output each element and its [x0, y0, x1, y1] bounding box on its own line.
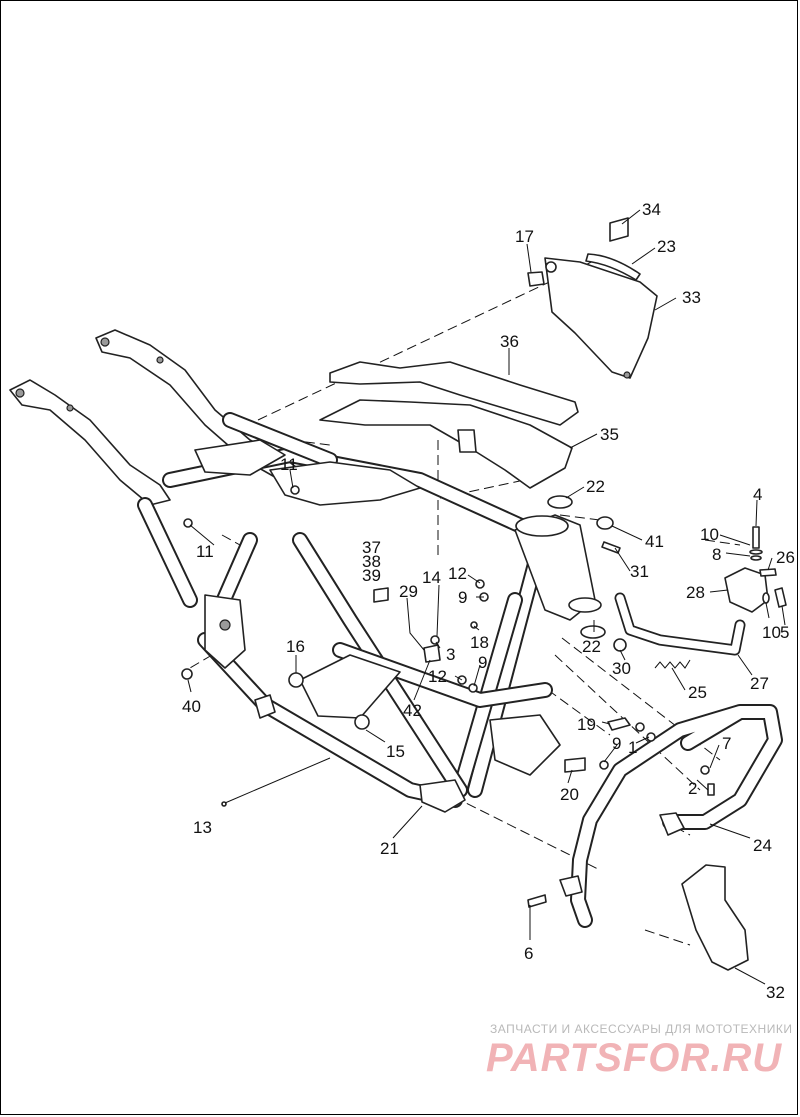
part-26-bolt	[759, 568, 777, 577]
callout-5: 5	[780, 623, 789, 642]
callout-8: 8	[712, 545, 721, 564]
callout-26: 26	[776, 548, 795, 567]
part-10b-washer	[762, 592, 770, 604]
callout-15: 15	[386, 742, 405, 761]
part-25-spring	[654, 659, 691, 669]
callout-33: 33	[682, 288, 701, 307]
callout-6: 6	[524, 944, 533, 963]
callout-21: 21	[380, 839, 399, 858]
callout-30: 30	[612, 659, 631, 678]
callout-34: 34	[642, 200, 661, 219]
part-8-washer	[750, 555, 762, 561]
watermark-logo: PARTSFOR.RU	[486, 1036, 783, 1080]
callout-11-lower: 11	[196, 542, 214, 561]
callout-9-lower: 9	[612, 734, 621, 753]
callout-11-upper: 11	[280, 455, 298, 474]
watermark-tagline: ЗАПЧАСТИ И АКСЕССУАРЫ ДЛЯ МОТОТЕХНИКИ	[490, 1022, 793, 1036]
callout-35: 35	[600, 425, 619, 444]
part-41-plug	[596, 516, 614, 530]
part-30-ball	[613, 638, 627, 652]
callout-22-lower: 22	[582, 637, 601, 656]
fasteners	[181, 485, 715, 908]
part-33-side-cover	[544, 257, 658, 379]
callout-42: 42	[403, 701, 422, 720]
callout-40: 40	[182, 697, 201, 716]
callout-27: 27	[750, 674, 769, 693]
callout-19: 19	[577, 715, 596, 734]
callout-3: 3	[446, 645, 455, 664]
callout-22-upper: 22	[586, 477, 605, 496]
callout-39: 39	[362, 566, 381, 585]
callout-10-upper: 10	[700, 525, 719, 544]
callout-12-upper: 12	[448, 564, 467, 583]
frame-assembly	[9, 329, 602, 813]
leader-lines	[187, 209, 786, 985]
part-34-decal	[609, 217, 629, 242]
callout-36: 36	[500, 332, 519, 351]
part-22-race-lower	[580, 625, 606, 639]
callout-9-middle: 9	[478, 653, 487, 672]
callout-31: 31	[630, 562, 649, 581]
part-10-washer	[749, 549, 763, 555]
callout-23: 23	[657, 237, 676, 256]
callout-12-lower: 12	[428, 667, 447, 686]
callout-10-lower: 10	[762, 623, 781, 642]
callout-29: 29	[399, 582, 418, 601]
callout-16: 16	[286, 637, 305, 656]
part-5-bolt	[774, 587, 787, 608]
callout-41: 41	[645, 532, 664, 551]
callout-25: 25	[688, 683, 707, 702]
callout-24: 24	[753, 836, 772, 855]
callout-9-upper: 9	[458, 588, 467, 607]
part-17-grommet	[527, 271, 545, 287]
callout-18: 18	[470, 633, 489, 652]
callout-37: 37	[362, 538, 381, 557]
callout-38: 38	[362, 552, 381, 571]
callout-7: 7	[722, 734, 731, 753]
callout-labels: 34 17 23 33 36 35 22 41 4 10 8 26 31 28 …	[182, 200, 795, 1002]
part-36-cover	[329, 361, 579, 426]
part-32-guard-plate	[681, 864, 749, 971]
callout-28: 28	[686, 583, 705, 602]
callout-14: 14	[422, 568, 441, 587]
callout-4: 4	[753, 485, 762, 504]
part-4-bolt	[752, 526, 760, 549]
part-22-race-upper	[547, 495, 573, 509]
callout-17: 17	[515, 227, 534, 246]
callout-1: 1	[628, 738, 637, 757]
callout-20: 20	[560, 785, 579, 804]
part-35-cover	[319, 399, 573, 489]
callout-32: 32	[766, 983, 785, 1002]
callout-13: 13	[193, 818, 212, 837]
callout-2: 2	[688, 779, 697, 798]
